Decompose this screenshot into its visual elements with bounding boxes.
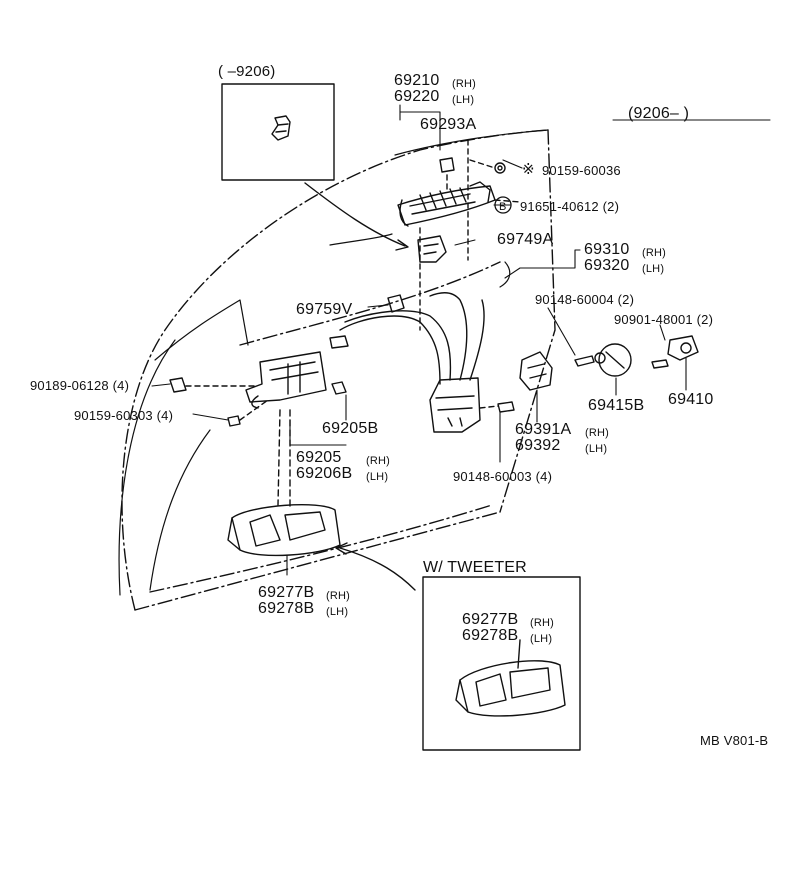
effectivity-range: (9206– ) (628, 105, 690, 122)
side-rh-69391A: (RH) (585, 427, 610, 439)
side-lh-69278B-tweeter: (LH) (530, 633, 553, 645)
part-90189-06128: 90189-06128 (4) (30, 378, 130, 393)
leader-lines (151, 104, 771, 576)
door-trim-lines (118, 129, 549, 596)
part-90901-48001: 90901-48001 (2) (614, 312, 714, 327)
part-69320: 69320 (584, 257, 630, 274)
part-69205: 69205 (296, 449, 342, 466)
side-rh-69210: (RH) (452, 78, 477, 90)
part-69278B: 69278B (258, 600, 315, 617)
side-lh-69278B: (LH) (326, 606, 349, 618)
part-90159-60036: 90159-60036 (542, 163, 621, 178)
tweeter-inset-title: W/ TWEETER (423, 559, 527, 576)
side-rh-69277B: (RH) (326, 590, 351, 602)
inset-arrow (304, 182, 406, 247)
b-circle-marker: B (499, 201, 507, 213)
diagram-code: MB V801-B (700, 733, 769, 748)
inset-range-label: ( –9206) (218, 63, 276, 80)
inset-box-tweeter (422, 576, 581, 751)
side-rh-69310: (RH) (642, 247, 667, 259)
part-69210: 69210 (394, 72, 440, 89)
door-outline (121, 129, 556, 611)
door-striker (667, 335, 699, 361)
part-91651-40612: 91651-40612 (2) (520, 199, 620, 214)
part-69220: 69220 (394, 88, 440, 105)
side-rh-69277B-tweeter: (RH) (530, 617, 555, 629)
asterisk-marker: ※ (522, 161, 535, 178)
part-69410: 69410 (668, 391, 714, 408)
part-69278B-tweeter: 69278B (462, 627, 519, 644)
part-69205B: 69205B (322, 420, 379, 437)
inside-handle (245, 351, 327, 409)
part-90159-60303: 90159-60303 (4) (74, 408, 174, 423)
side-lh-69220: (LH) (452, 94, 475, 106)
part-69391A: 69391A (515, 421, 572, 438)
part-69277B: 69277B (258, 584, 315, 601)
part-69392: 69392 (515, 437, 561, 454)
part-90148-60003: 90148-60003 (4) (453, 469, 553, 484)
part-69206B: 69206B (296, 465, 353, 482)
door-lock-assembly (329, 292, 485, 433)
part-69277B-tweeter: 69277B (462, 611, 519, 628)
part-69293A: 69293A (420, 116, 477, 133)
rod-connector (417, 235, 447, 263)
inset-box-early (221, 83, 335, 181)
handle-bezel-main (227, 504, 341, 557)
side-lh-69320: (LH) (642, 263, 665, 275)
part-69759V: 69759V (296, 301, 353, 318)
part-69749A: 69749A (497, 231, 554, 248)
handle-bezel-tweeter (455, 639, 566, 717)
side-lh-69392: (LH) (585, 443, 608, 455)
part-69415B: 69415B (588, 397, 645, 414)
lock-bracket (519, 351, 553, 391)
side-rh-69205: (RH) (366, 455, 391, 467)
part-90148-60004: 90148-60004 (2) (535, 292, 635, 307)
side-lh-69206B: (LH) (366, 471, 389, 483)
part-69310: 69310 (584, 241, 630, 258)
tweeter-arrow (339, 547, 416, 591)
